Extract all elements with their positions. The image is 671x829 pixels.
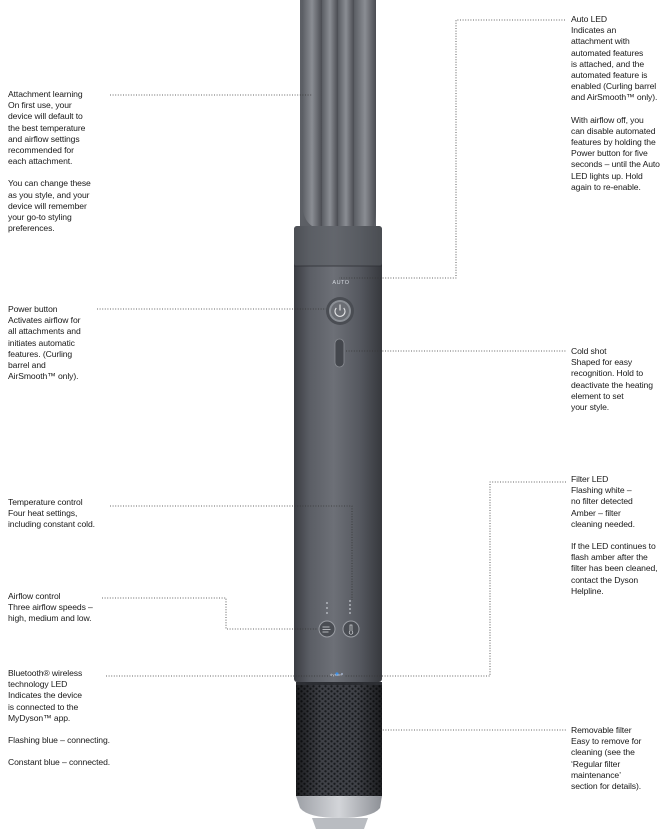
callout-text: Four heat settings, including constant c… [8,508,95,530]
callout-title: Removable filter [571,725,632,735]
airflow-button[interactable] [318,620,336,638]
callout-attachment-learning: Attachment learning On first use, your d… [8,89,108,234]
callout-filter-led: Filter LED Flashing white – no filter de… [571,474,671,597]
airflow-indicator-dots [326,602,328,614]
callout-title: Temperature control [8,497,83,507]
callout-bluetooth-led: Bluetooth® wireless technology LED Indic… [8,668,138,768]
bluetooth-led [335,672,339,676]
callout-title: Power button [8,304,58,314]
callout-text: Activates airflow for all attachments an… [8,315,81,382]
callout-temperature-control: Temperature control Four heat settings, … [8,497,128,531]
handle-body [294,226,382,682]
brand-mark: dyson [330,672,342,677]
callout-text: Flashing blue – connecting. [8,735,110,746]
callout-text: Easy to remove for cleaning (see the ‘Re… [571,736,642,792]
callout-title: Attachment learning [8,89,83,99]
callout-text: You can change these as you style, and y… [8,178,91,234]
callout-text: If the LED continues to flash amber afte… [571,541,658,596]
callout-text: Shaped for easy recognition. Hold to dea… [571,357,653,413]
callout-text: With airflow off, you can disable automa… [571,114,660,192]
callout-title: Auto LED [571,14,607,24]
filter-led [340,672,344,676]
callout-airflow-control: Airflow control Three airflow speeds – h… [8,591,118,625]
temperature-indicator-dots [349,600,351,614]
temperature-button[interactable] [342,620,360,638]
power-button[interactable] [326,297,354,325]
callout-text: Three airflow speeds – high, medium and … [8,602,93,624]
callout-title: Cold shot [571,346,607,356]
callout-title: Filter LED [571,474,609,484]
leader-lines [97,19,566,731]
callout-power-button: Power button Activates airflow for all a… [8,304,108,382]
callout-auto-led: Auto LED Indicates an attachment with au… [571,14,671,193]
callout-text: Flashing white – no filter detected Ambe… [571,485,635,529]
callout-removable-filter: Removable filter Easy to remove for clea… [571,725,671,792]
handle-base [296,796,382,818]
callout-cold-shot: Cold shot Shaped for easy recognition. H… [571,346,671,413]
callout-title: Airflow control [8,591,61,601]
callout-text: Indicates the device is connected to the… [8,690,82,723]
attachment-prongs [300,0,376,232]
callout-text: On first use, your device will default t… [8,100,86,167]
callout-text: Constant blue – connected. [8,757,111,768]
cold-shot-button[interactable] [334,338,345,368]
callout-title: Bluetooth® wireless technology LED [8,668,83,690]
auto-label: AUTO [332,280,350,286]
callout-text: Indicates an attachment with automated f… [571,25,658,103]
